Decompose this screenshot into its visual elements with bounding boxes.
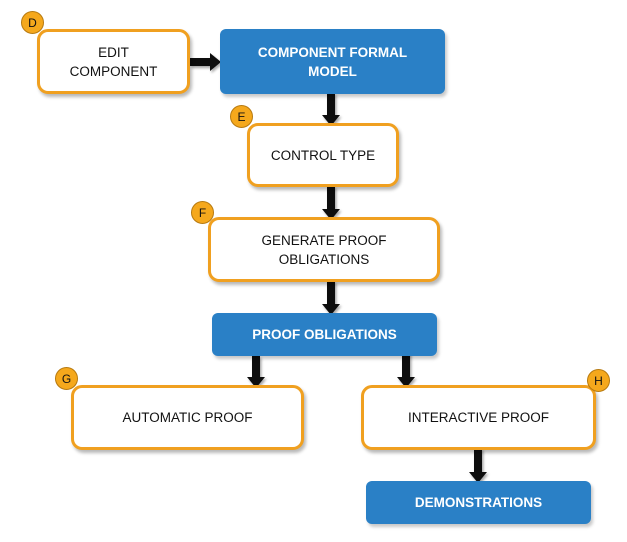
automatic-proof-box: AUTOMATIC PROOF	[71, 385, 304, 450]
control-type-box: CONTROL TYPE	[247, 123, 399, 187]
arrow-obligations-to-interactive	[397, 352, 415, 388]
arrow-model-to-control-type	[322, 93, 340, 126]
arrow-interactive-to-demonstrations	[469, 448, 487, 483]
component-formal-model-box: COMPONENT FORMAL MODEL	[220, 29, 445, 94]
arrow-generate-to-proof-obligations	[322, 281, 340, 315]
badge-h: H	[587, 369, 610, 392]
badge-d: D	[21, 11, 44, 34]
badge-e: E	[230, 105, 253, 128]
proof-obligations-box: PROOF OBLIGATIONS	[212, 313, 437, 356]
edit-component-box: EDIT COMPONENT	[37, 29, 190, 94]
interactive-proof-box: INTERACTIVE PROOF	[361, 385, 596, 450]
badge-f: F	[191, 201, 214, 224]
arrow-control-type-to-generate	[322, 186, 340, 220]
arrow-obligations-to-automatic	[247, 356, 265, 388]
generate-proof-obligations-box: GENERATE PROOF OBLIGATIONS	[208, 217, 440, 282]
badge-g: G	[55, 367, 78, 390]
arrow-edit-to-model	[190, 53, 221, 71]
demonstrations-box: DEMONSTRATIONS	[366, 481, 591, 524]
